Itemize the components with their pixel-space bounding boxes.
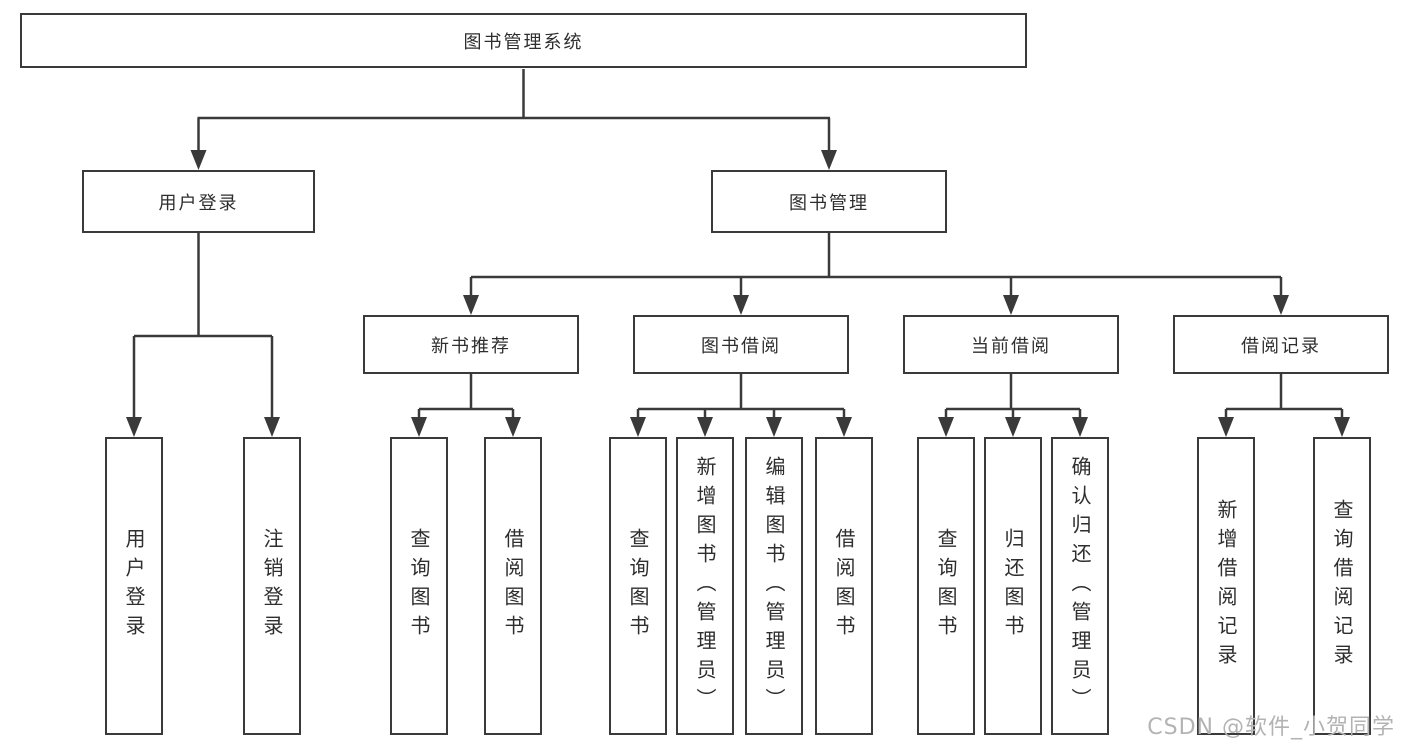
node-label: 当前借阅 [971,335,1051,357]
leaf-label: 借阅图书 [501,528,525,644]
node-label: 图书管理系统 [463,31,584,53]
leaf-return-book: 归还图书 [984,437,1042,735]
node-book-management: 图书管理 [711,170,947,233]
leaf-label: 查询图书 [407,528,431,644]
arrow-down-icon [1005,417,1021,437]
leaf-query-book-2: 查询图书 [609,437,667,735]
leaf-label: 编辑图书（管理员） [762,455,786,717]
node-label: 图书借阅 [701,335,781,357]
leaf-label: 注销登录 [260,528,284,644]
node-new-book-recommend: 新书推荐 [363,315,579,374]
node-user-login: 用户登录 [82,170,315,233]
arrow-down-icon [766,417,782,437]
node-library-system: 图书管理系统 [20,13,1027,68]
leaf-label: 查询借阅记录 [1330,499,1354,673]
leaf-borrow-book-1: 借阅图书 [484,437,542,735]
arrow-down-icon [733,295,749,315]
node-label: 用户登录 [158,192,239,214]
node-book-borrow: 图书借阅 [633,315,849,374]
arrow-down-icon [126,417,142,437]
node-current-borrow: 当前借阅 [903,315,1119,374]
leaf-add-borrow-record: 新增借阅记录 [1197,437,1255,735]
arrow-down-icon [1072,417,1088,437]
node-borrow-record: 借阅记录 [1173,315,1389,374]
csdn-watermark: CSDN @软件_小贺同学 [1147,715,1395,740]
arrow-down-icon [463,295,479,315]
arrow-down-icon [1003,295,1019,315]
arrow-down-icon [1218,417,1234,437]
arrow-down-icon [190,150,207,170]
arrow-down-icon [1273,295,1289,315]
arrow-down-icon [938,417,954,437]
arrow-down-icon [1334,417,1350,437]
arrow-down-icon [836,417,852,437]
arrow-down-icon [821,150,837,170]
leaf-label: 用户登录 [122,528,146,644]
leaf-query-borrow-record: 查询借阅记录 [1313,437,1371,735]
leaf-query-book-1: 查询图书 [390,437,448,735]
arrow-down-icon [411,417,427,437]
leaf-label: 查询图书 [934,528,958,644]
leaf-label: 确认归还（管理员） [1068,455,1092,717]
arrow-down-icon [630,417,646,437]
leaf-borrow-book-2: 借阅图书 [815,437,873,735]
leaf-user-login: 用户登录 [105,437,163,735]
arrow-down-icon [505,417,521,437]
leaf-logout: 注销登录 [243,437,301,735]
leaf-edit-book-admin: 编辑图书（管理员） [745,437,803,735]
leaf-label: 查询图书 [626,528,650,644]
arrow-down-icon [697,417,713,437]
leaf-label: 新增图书（管理员） [693,455,717,717]
node-label: 新书推荐 [431,335,511,357]
arrow-down-icon [264,417,280,437]
leaf-query-book-3: 查询图书 [917,437,975,735]
leaf-confirm-return-admin: 确认归还（管理员） [1051,437,1109,735]
node-label: 图书管理 [789,192,869,214]
leaf-label: 借阅图书 [832,528,856,644]
arrowheads [126,150,1350,437]
leaf-label: 新增借阅记录 [1214,499,1238,673]
node-label: 借阅记录 [1241,335,1321,357]
leaf-add-book-admin: 新增图书（管理员） [676,437,734,735]
leaf-label: 归还图书 [1001,528,1025,644]
